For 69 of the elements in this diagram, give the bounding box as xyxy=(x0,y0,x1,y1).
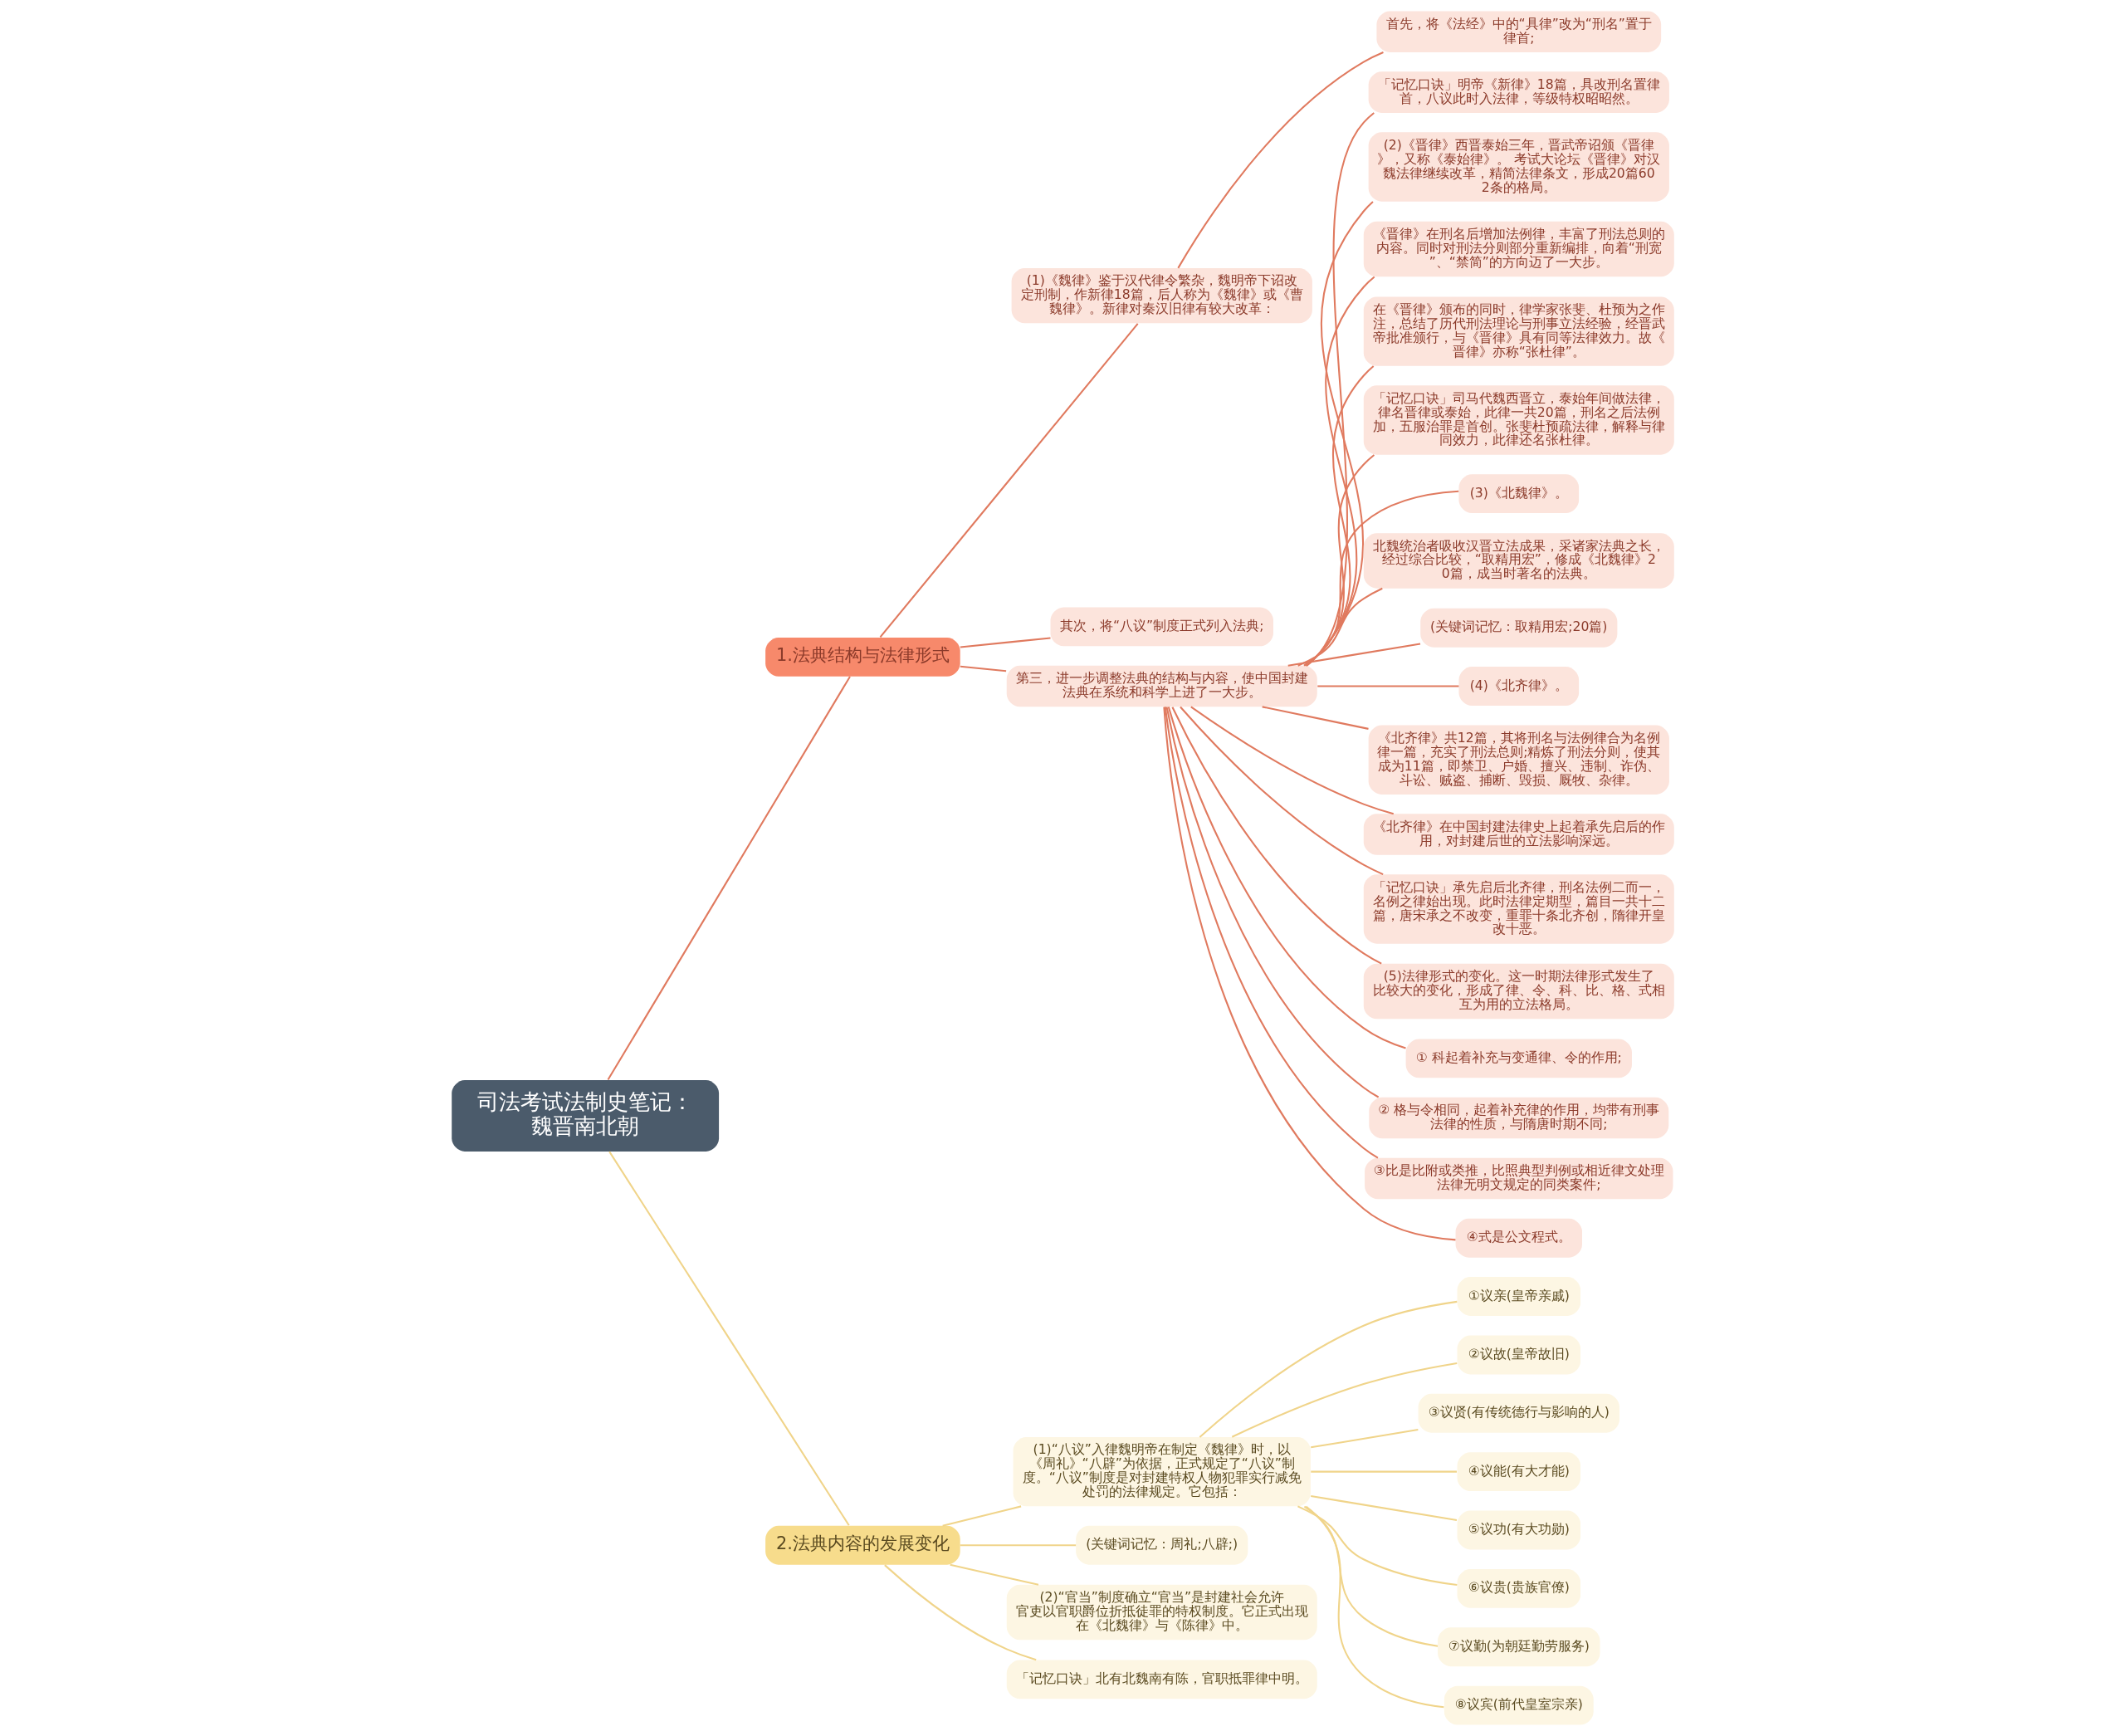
node-box: ⑧议宾(前代皇室宗亲) xyxy=(1444,1685,1594,1725)
node-box: 其次，将“八议”制度正式列入法典; xyxy=(1050,607,1273,647)
node-box: 司法考试法制史笔记：魏晋南北朝 xyxy=(451,1079,719,1152)
node-box: 《北齐律》共12篇，其将刑名与法例律合为名例律一篇，充实了刑法总则;精炼了刑法分则，使其成为11篇，即禁卫、户婚、擅兴、违制、诈伪、斗讼、贼盗、捕断、毁损、厩牧、杂律。 xyxy=(1368,725,1669,795)
connector xyxy=(1305,365,1374,667)
connector xyxy=(608,1151,850,1526)
node-box: ⑤议功(有大功勋) xyxy=(1457,1510,1580,1550)
node-box: (关键词记忆：周礼;八辟;) xyxy=(1075,1525,1248,1565)
node-box: 「记忆口诀」承先启后北齐律，刑名法例二而一，名例之律始出现。此时法律定期型，篇目一共十二篇，唐宋承之不改变，重罪十条北齐创，隋律开皇改十恶。 xyxy=(1363,874,1674,944)
node-box: 2.法典内容的发展变化 xyxy=(765,1525,960,1565)
connector xyxy=(1287,643,1420,667)
node-box: 1.法典结构与法律形式 xyxy=(765,637,960,677)
connector xyxy=(1310,1494,1457,1521)
node-box: ④议能(有大才能) xyxy=(1457,1452,1580,1492)
node-box: ④式是公文程式。 xyxy=(1455,1218,1582,1258)
node-box: (1)“八议”入律魏明帝在制定《魏律》时，以《周礼》“八辟”为依据，正式规定了“八议”制度。“八议”制度是对封建特权人物犯罪实行减免处罚的法律规定。它包括： xyxy=(1013,1436,1311,1507)
node-box: 《晋律》在刑名后增加法例律，丰富了刑法总则的内容。同时对刑法分则部分重新编排，向着“刑宽”、“禁简”的方向迈了一大步。 xyxy=(1363,221,1674,277)
connector xyxy=(1302,490,1458,667)
connector xyxy=(1162,707,1456,1241)
connector xyxy=(1304,454,1375,667)
node-box: 「记忆口诀」司马代魏西晋立，泰始年间做法律，律名晋律或泰始，此律一共20篇，刑名之后法例加，五服治罪是首创。张斐杜预疏法律，解释与律同效力，此律还名张杜律。 xyxy=(1363,385,1674,455)
node-box: ⑥议贵(贵族官僚) xyxy=(1457,1568,1580,1608)
connector xyxy=(949,1563,1038,1586)
connector xyxy=(1305,276,1375,667)
connector xyxy=(1179,706,1384,876)
node-box: ①议亲(皇帝亲戚) xyxy=(1457,1277,1580,1316)
connector xyxy=(941,1505,1021,1527)
node-box: (关键词记忆：取精用宏;20篇) xyxy=(1419,608,1617,648)
connector xyxy=(1305,1505,1444,1709)
node-box: 「记忆口诀」北有北魏南有陈，官职抵罪律中明。 xyxy=(1006,1660,1317,1699)
connector xyxy=(1170,707,1382,965)
node-box: (1)《魏律》鉴于汉代律令繁杂，魏明帝下诏改定刑制，作新律18篇，后人称为《魏律》或《曹魏律》。新律对秦汉旧律有较大改革： xyxy=(1011,267,1312,324)
node-box: ① 科起着补充与变通律、令的作用; xyxy=(1405,1039,1632,1078)
node-box: 在《晋律》颁布的同时，律学家张斐、杜预为之作注，总结了历代刑法理论与刑事立法经验，经晋武帝批准颁行，与《晋律》具有同等法律效力。故《晋律》亦称“张杜律”。 xyxy=(1363,296,1674,366)
node-box: ② 格与令相同，起着补充律的作用，均带有刑事法律的性质，与隋唐时期不同; xyxy=(1368,1097,1668,1139)
connector xyxy=(1176,51,1384,269)
node-box: 《北齐律》在中国封建法律史上起着承先启后的作用，对封建后世的立法影响深远。 xyxy=(1363,814,1674,855)
node-box: ③议贤(有传统德行与影响的人) xyxy=(1418,1393,1619,1433)
node-box: (3)《北魏律》。 xyxy=(1458,474,1579,514)
node-box: (2)“官当”制度确立“官当”是封建社会允许官吏以官职爵位折抵徒罪的特权制度。它正式出现在《北魏律》与《陈律》中。 xyxy=(1006,1584,1317,1641)
node-box: ⑦议勤(为朝廷勤劳服务) xyxy=(1437,1627,1600,1667)
node-box: ②议故(皇帝故旧) xyxy=(1457,1335,1580,1375)
connector xyxy=(960,665,1006,672)
connector xyxy=(1261,706,1369,730)
node-box: 北魏统治者吸收汉晋立法成果，采诸家法典之长，经过综合比较，“取精用宏”，修成《北魏律》20篇，成当时著名的法典。 xyxy=(1363,533,1674,589)
node-box: (5)法律形式的变化。这一时期法律形式发生了比较大的变化，形成了律、令、科、比、格、式相互为用的立法格局。 xyxy=(1363,963,1674,1020)
connector xyxy=(1310,1429,1419,1449)
node-box: (2)《晋律》西晋泰始三年，晋武帝诏颁《晋律》，又称《泰始律》。 考试大论坛《晋律》对汉魏法律继续改革，精简法律条文，形成20篇602条的格局。 xyxy=(1368,132,1669,202)
connector xyxy=(1310,1470,1457,1473)
node-box: 「记忆口诀」明帝《新律》18篇，具改刑名置律首，八议此时入法律，等级特权昭昭然。 xyxy=(1368,71,1669,113)
connector xyxy=(1306,112,1375,667)
connector xyxy=(1231,1362,1457,1438)
node-box: 首先，将《法经》中的“具律”改为“刑名”置于律首; xyxy=(1375,11,1661,52)
connector xyxy=(960,637,1051,648)
connector xyxy=(607,676,851,1081)
connector xyxy=(1297,1505,1457,1587)
connector xyxy=(1190,706,1394,815)
node-box: ③比是比附或类推，比照典型判例或相近律文处理法律无明文规定的同类案件; xyxy=(1364,1157,1673,1200)
node-box: 第三，进一步调整法典的结构与内容，使中国封建法典在系统和科学上进了一大步。 xyxy=(1006,665,1317,707)
connector xyxy=(1297,587,1383,667)
connector xyxy=(1167,707,1406,1049)
connector xyxy=(879,323,1138,638)
connector xyxy=(883,1564,1036,1661)
connector xyxy=(960,1544,1076,1547)
node-box: (4)《北齐律》。 xyxy=(1458,667,1579,707)
connector xyxy=(1317,685,1458,687)
connector xyxy=(1199,1300,1457,1438)
connector xyxy=(1306,201,1374,667)
connector xyxy=(1303,1505,1438,1647)
